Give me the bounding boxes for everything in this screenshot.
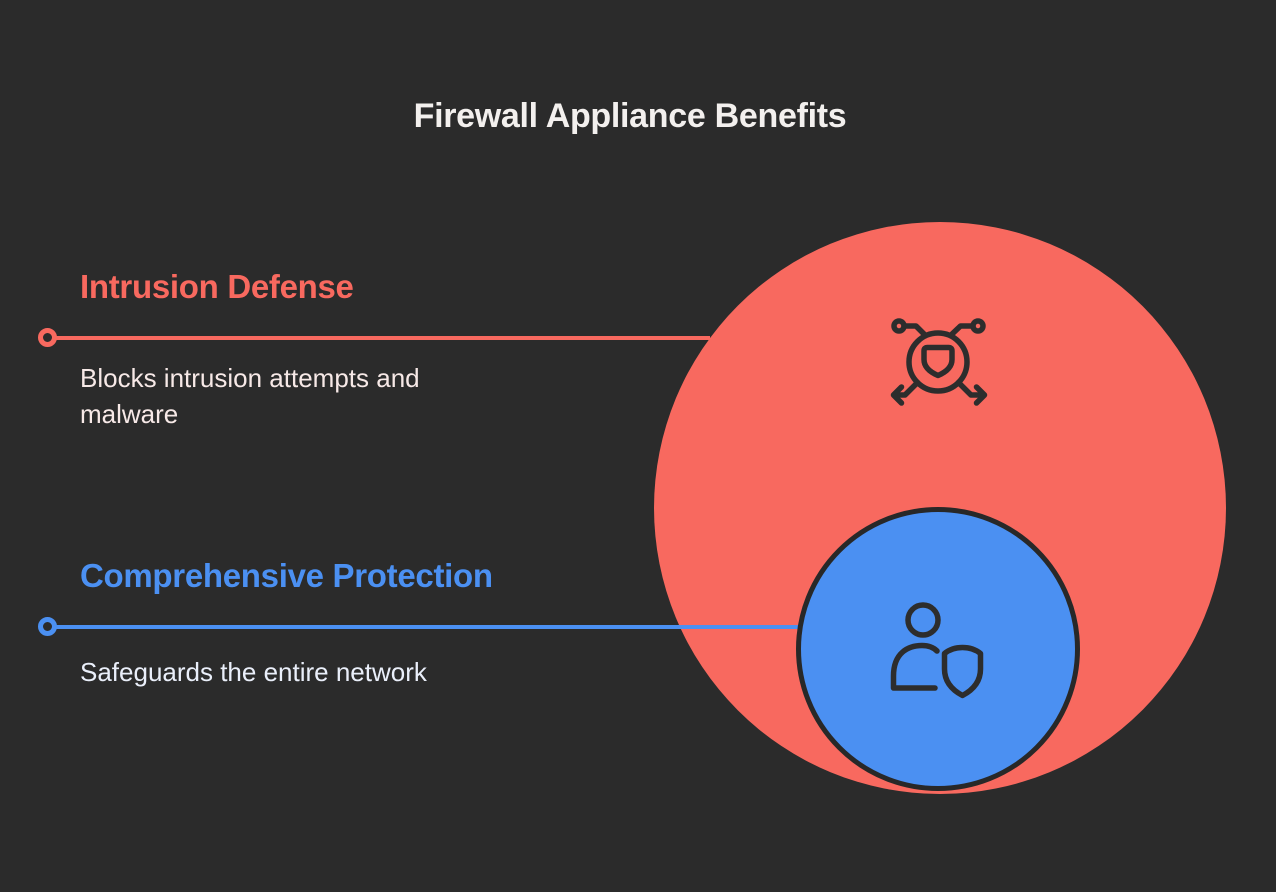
comprehensive-protection-connector-dot: [38, 617, 57, 636]
intrusion-defense-connector-dot: [38, 328, 57, 347]
comprehensive-protection-description: Safeguards the entire network: [80, 657, 427, 687]
user-shield-icon: [890, 602, 984, 699]
intrusion-defense-heading: Intrusion Defense: [80, 268, 354, 305]
intrusion-defense-connector-line: [48, 336, 710, 340]
network-shield-icon: [890, 318, 988, 406]
page-title: Firewall Appliance Benefits: [413, 97, 847, 135]
intrusion-defense-description: Blocks intrusion attempts and malware: [80, 363, 420, 429]
comprehensive-protection-heading: Comprehensive Protection: [80, 557, 493, 594]
comprehensive-protection-connector-line: [48, 625, 802, 629]
